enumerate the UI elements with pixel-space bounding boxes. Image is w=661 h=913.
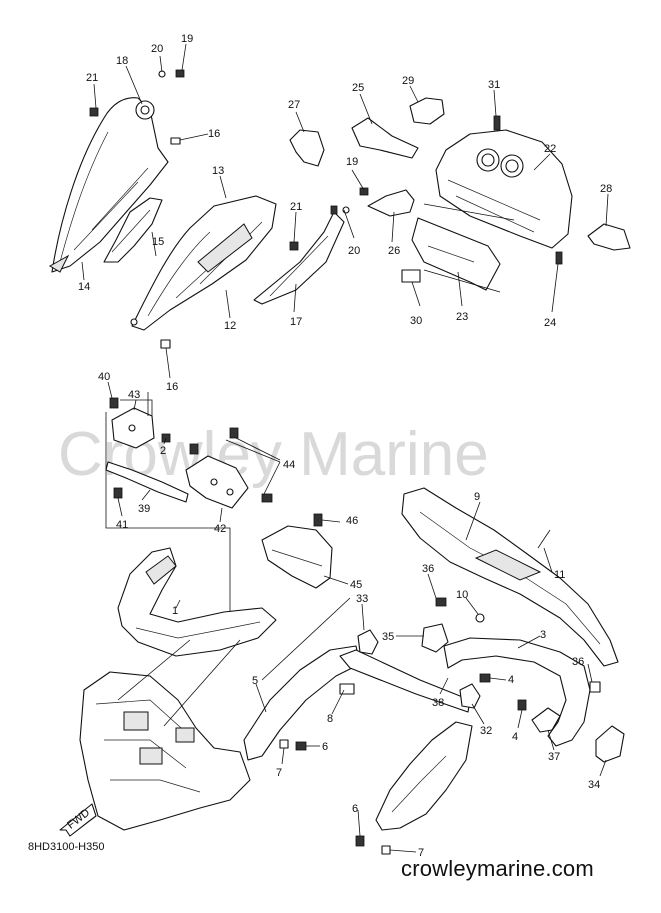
- callout-10: 10: [456, 589, 468, 601]
- fastener-set-lower: [279, 597, 601, 855]
- fwd-arrow: FWD: [59, 803, 97, 837]
- part-grommet-33[interactable]: [357, 629, 379, 655]
- part-clip-27[interactable]: [289, 129, 325, 167]
- part-inner-panel-15[interactable]: [103, 197, 163, 263]
- part-shield-45[interactable]: [261, 525, 333, 589]
- callout-44: 44: [283, 459, 295, 471]
- diagram-code: 8HD3100-H350: [28, 841, 105, 853]
- fastener-11: [537, 529, 551, 549]
- callout-35: 35: [382, 631, 394, 643]
- part-panel-25[interactable]: [351, 117, 419, 159]
- callout-12: 12: [224, 320, 236, 332]
- part-side-guard-9[interactable]: [401, 487, 619, 667]
- callout-31: 31: [488, 79, 500, 91]
- callout-32: 32: [480, 725, 492, 737]
- callout-4: 4: [508, 674, 514, 686]
- part-lower-cover[interactable]: [375, 721, 473, 831]
- part-dash-panel-22[interactable]: [435, 129, 573, 249]
- callout-16: 16: [208, 128, 220, 140]
- callout-6b: 6: [352, 803, 358, 815]
- part-side-cover-14[interactable]: [49, 97, 169, 273]
- part-front-cover-1[interactable]: [117, 547, 277, 657]
- callout-11: 11: [554, 569, 565, 581]
- leader-lines: [81, 43, 609, 853]
- callout-25: 25: [352, 82, 364, 94]
- callout-7: 7: [276, 767, 282, 779]
- callout-8: 8: [327, 713, 333, 725]
- callout-9: 9: [474, 491, 480, 503]
- callout-5: 5: [252, 675, 258, 687]
- part-clip-29[interactable]: [409, 97, 445, 125]
- callout-21b: 21: [290, 201, 302, 213]
- callout-numbers: 19 20 21 18 16 15 14 13 12 16 21 17 20 1…: [78, 33, 612, 859]
- callout-13: 13: [212, 165, 224, 177]
- callout-26: 26: [388, 245, 400, 257]
- part-side-cover-5[interactable]: [243, 645, 361, 761]
- callout-19b: 19: [346, 156, 358, 168]
- part-cover-28[interactable]: [587, 223, 631, 251]
- callout-42: 42: [214, 523, 226, 535]
- callout-24: 24: [544, 317, 556, 329]
- callout-19: 19: [181, 33, 193, 45]
- website-link[interactable]: crowleymarine.com: [401, 856, 594, 881]
- callout-18: 18: [116, 55, 128, 67]
- callout-41: 41: [116, 519, 128, 531]
- callout-2: 2: [160, 445, 166, 457]
- callout-36: 36: [422, 563, 434, 575]
- callout-7b: 7: [418, 847, 424, 859]
- part-shield-26[interactable]: [367, 189, 415, 217]
- callout-3: 3: [540, 629, 546, 641]
- callout-38: 38: [432, 697, 444, 709]
- callout-21: 21: [86, 72, 98, 84]
- fastener-set-upper-left: [89, 69, 369, 349]
- part-pad-30[interactable]: [401, 269, 421, 283]
- part-washer-10: [475, 613, 485, 623]
- part-side-cover-12[interactable]: [130, 195, 277, 331]
- callout-6: 6: [322, 741, 328, 753]
- callout-30: 30: [410, 315, 422, 327]
- callout-4b: 4: [512, 731, 518, 743]
- fastener-set-upper-right: [342, 115, 563, 265]
- part-bracket-42[interactable]: [185, 455, 249, 509]
- callout-1: 1: [172, 605, 178, 617]
- part-bracket-37[interactable]: [531, 707, 561, 733]
- callout-34: 34: [588, 779, 600, 791]
- part-bracket-34[interactable]: [595, 725, 625, 763]
- callout-20: 20: [151, 43, 163, 55]
- callout-28: 28: [600, 183, 612, 195]
- callout-16b: 16: [166, 381, 178, 393]
- callout-46: 46: [346, 515, 358, 527]
- part-stay-39[interactable]: [105, 461, 189, 503]
- callout-37: 37: [548, 751, 560, 763]
- fastener-46: [313, 513, 323, 527]
- part-frame: [79, 671, 251, 831]
- callout-43: 43: [128, 389, 140, 401]
- callout-20b: 20: [348, 245, 360, 257]
- callout-36b: 36: [572, 656, 584, 668]
- callout-27: 27: [288, 99, 300, 111]
- callout-23: 23: [456, 311, 468, 323]
- callout-39: 39: [138, 503, 150, 515]
- part-lower-panel-17[interactable]: [253, 211, 345, 305]
- callout-29: 29: [402, 75, 414, 87]
- callout-40: 40: [98, 371, 110, 383]
- part-holder-35[interactable]: [421, 623, 449, 653]
- callout-15: 15: [152, 236, 164, 248]
- callout-17: 17: [290, 316, 302, 328]
- callout-22: 22: [544, 143, 556, 155]
- part-grommet-32[interactable]: [459, 683, 481, 709]
- callout-14: 14: [78, 281, 90, 293]
- part-handle-bar-3[interactable]: [443, 637, 591, 747]
- callout-45: 45: [350, 579, 362, 591]
- callout-33: 33: [356, 593, 368, 605]
